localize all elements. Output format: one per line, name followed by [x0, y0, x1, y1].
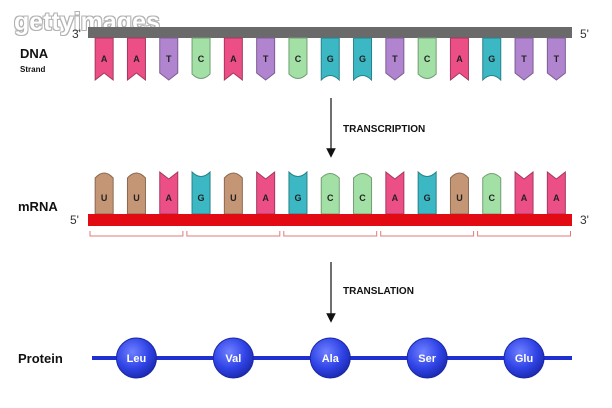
codon-bracket	[89, 231, 184, 237]
dna-base-letter: C	[424, 54, 431, 64]
codon-bracket	[186, 231, 281, 237]
mrna-base-letter: U	[101, 193, 108, 203]
dna-base	[256, 37, 276, 81]
dna-base-letter: A	[230, 54, 237, 64]
mrna-left-end-label: 5'	[70, 213, 79, 227]
dna-base-letter: A	[133, 54, 140, 64]
mrna-base	[94, 172, 114, 215]
mrna-base-letter: C	[327, 193, 334, 203]
dna-base	[482, 37, 502, 82]
strand-label: Strand	[20, 65, 46, 74]
mrna-base-letter: A	[166, 193, 173, 203]
dna-base	[353, 37, 373, 82]
mrna-base-letter: C	[489, 193, 496, 203]
amino-acid-bead	[309, 337, 351, 379]
mrna-base-letter: A	[262, 193, 269, 203]
translation-label: TRANSLATION	[343, 286, 414, 297]
dna-right-end-label: 5'	[580, 27, 589, 41]
dna-base	[385, 37, 405, 81]
mrna-base-letter: U	[456, 193, 463, 203]
mrna-label: mRNA	[18, 199, 58, 214]
mrna-base-letter: U	[230, 193, 237, 203]
codon-bracket	[477, 231, 571, 237]
protein-label: Protein	[18, 351, 63, 366]
dna-base	[514, 37, 534, 81]
mrna-right-end-label: 3'	[580, 213, 589, 227]
dna-base-letter: T	[554, 54, 560, 64]
dna-base-letter: T	[521, 54, 527, 64]
dna-base	[449, 37, 469, 82]
mrna-base	[482, 173, 502, 215]
amino-acid-label: Val	[225, 353, 241, 365]
mrna-base	[288, 170, 308, 215]
dna-base	[94, 37, 114, 82]
codon-bracket	[283, 231, 378, 237]
amino-acid-label: Leu	[127, 353, 147, 365]
dna-base	[320, 37, 340, 82]
mrna-base-letter: G	[424, 193, 431, 203]
dna-base-letter: A	[101, 54, 108, 64]
codon-bracket	[380, 231, 475, 237]
mrna-backbone	[88, 214, 572, 226]
mrna-base-letter: G	[198, 193, 205, 203]
dna-label: DNA	[20, 46, 49, 61]
dna-base-letter: T	[166, 54, 172, 64]
mrna-base	[320, 173, 340, 215]
mrna-base-letter: A	[392, 193, 399, 203]
dna-base-letter: G	[327, 54, 334, 64]
mrna-base	[353, 173, 373, 215]
amino-acid-bead	[503, 337, 545, 379]
amino-acid-label: Glu	[515, 353, 533, 365]
amino-acid-bead	[212, 337, 254, 379]
dna-base-letter: A	[456, 54, 463, 64]
mrna-base	[449, 172, 469, 215]
dna-base	[191, 37, 211, 79]
dna-left-end-label: 3'	[72, 27, 81, 41]
dna-base	[223, 37, 243, 82]
dna-base-letter: G	[359, 54, 366, 64]
amino-acid-label: Ala	[322, 353, 340, 365]
mrna-base-letter: A	[553, 193, 560, 203]
dna-base-letter: C	[295, 54, 302, 64]
dna-base	[288, 37, 308, 79]
amino-acid-bead	[406, 337, 448, 379]
dna-base-letter: C	[198, 54, 205, 64]
transcription-label: TRANSCRIPTION	[343, 124, 426, 135]
dna-base	[126, 37, 146, 82]
dna-base-letter: T	[392, 54, 398, 64]
mrna-base-letter: U	[133, 193, 140, 203]
dna-backbone	[88, 27, 572, 38]
mrna-base-letter: A	[521, 193, 528, 203]
mrna-base-letter: G	[294, 193, 301, 203]
dna-base-letter: G	[488, 54, 495, 64]
dna-base	[159, 37, 179, 81]
dna-base-letter: T	[263, 54, 269, 64]
mrna-base-letter: C	[359, 193, 366, 203]
mrna-base	[417, 170, 437, 215]
dna-base	[417, 37, 437, 79]
amino-acid-label: Ser	[418, 353, 436, 365]
mrna-base	[191, 170, 211, 215]
amino-acid-bead	[115, 337, 157, 379]
mrna-base	[126, 172, 146, 215]
dna-base	[546, 37, 566, 81]
mrna-base	[223, 172, 243, 215]
